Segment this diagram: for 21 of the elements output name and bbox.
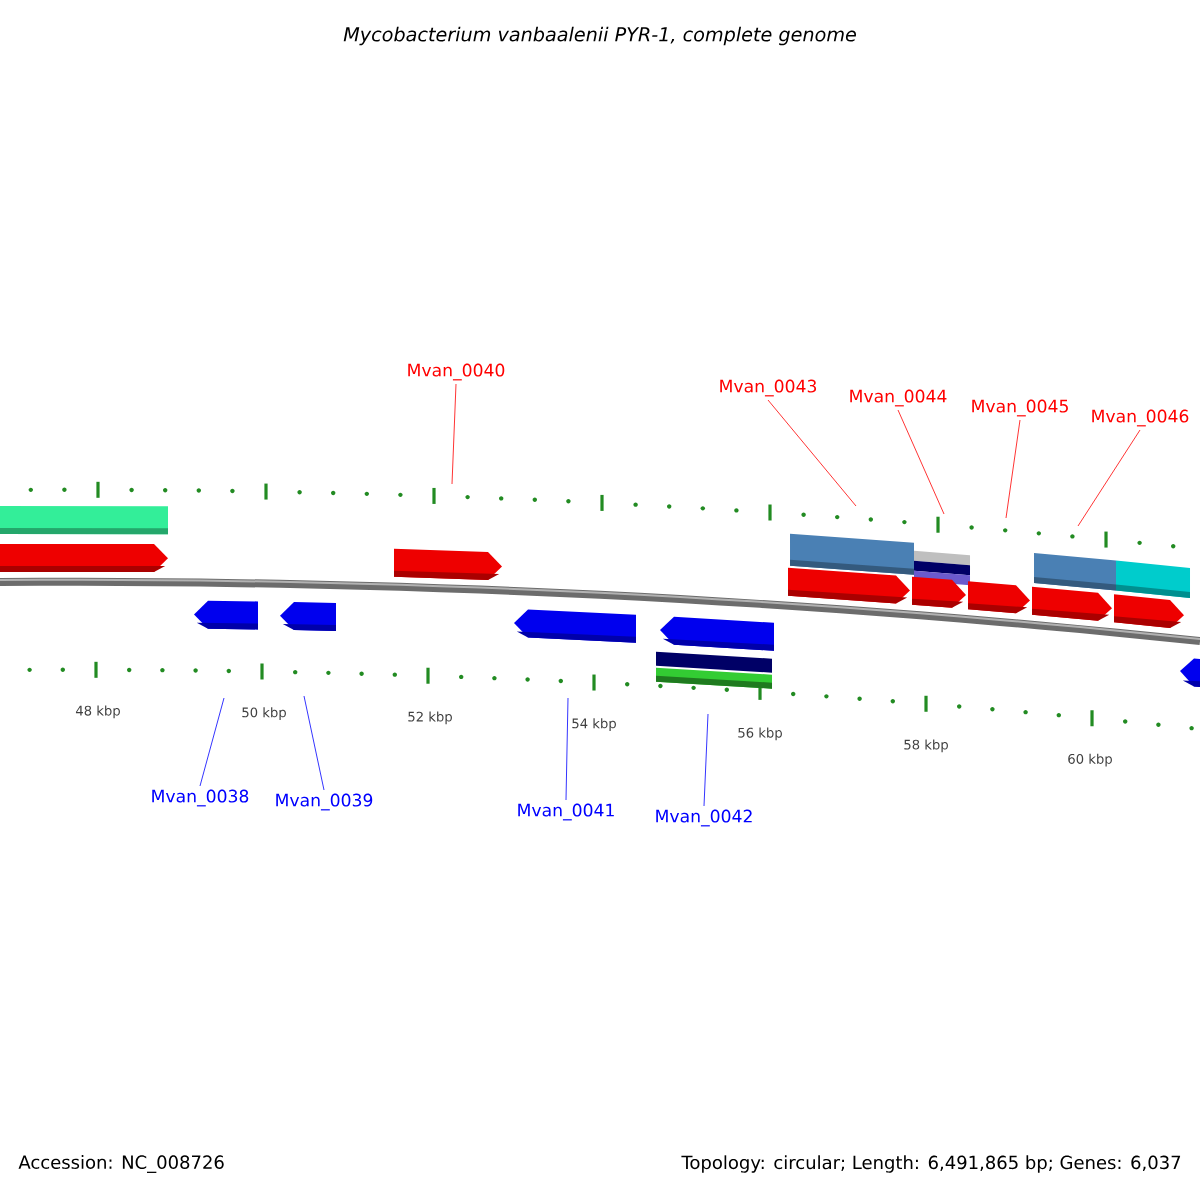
leader-line	[565, 697, 569, 801]
gene-label: Mvan_0038	[152, 789, 249, 807]
gene-label: Mvan_0044	[850, 389, 947, 407]
title: Mycobacterium vanbaalenii PYR-1, complete genome	[343, 26, 856, 46]
gene-label: Mvan_0041	[518, 803, 614, 821]
leader-line	[703, 713, 709, 807]
gene-label: Mvan_0042	[656, 809, 752, 827]
leader-line	[897, 409, 945, 515]
gene-label: Mvan_0046	[1092, 409, 1189, 427]
gene-label: Mvan_0039	[276, 793, 373, 811]
leader-line	[199, 697, 225, 787]
gene-label: Mvan_0040	[408, 363, 505, 381]
footer-text: Accession: NC_008726	[18, 1155, 224, 1173]
leader-line	[451, 383, 457, 485]
leader-line	[303, 695, 325, 791]
gene-label: Mvan_0045	[972, 399, 1068, 417]
footer-text: Topology: circular; Length: 6,491,865 bp; Genes: 6,037	[681, 1155, 1181, 1173]
gene-label: Mvan_0043	[720, 379, 817, 397]
leader-line	[1005, 419, 1021, 519]
leader-line	[1077, 429, 1141, 527]
leader-line	[767, 399, 857, 507]
